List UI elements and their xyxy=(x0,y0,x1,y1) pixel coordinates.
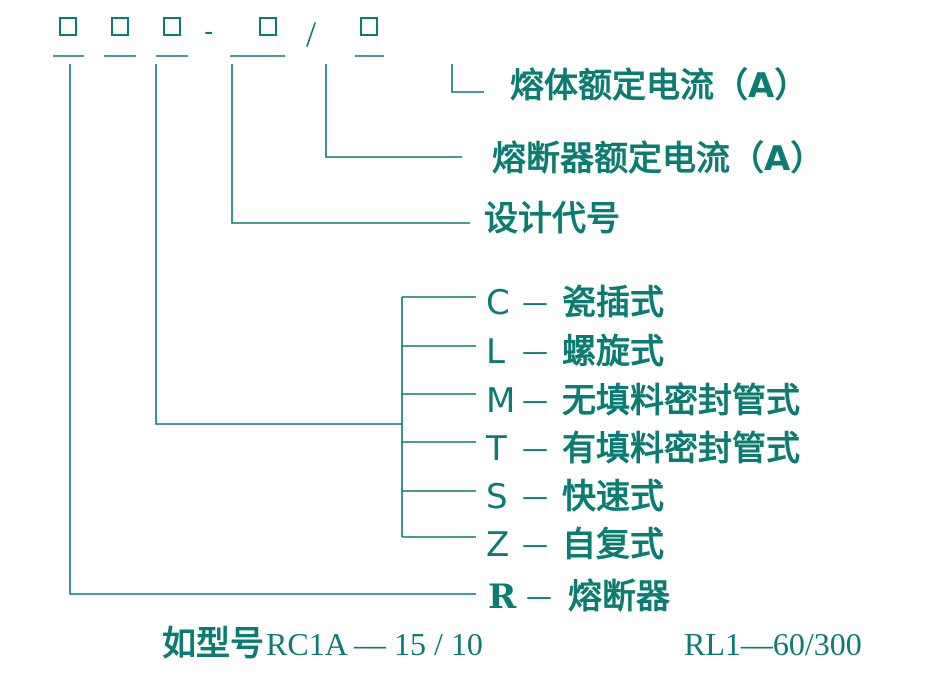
type-name: 螺旋式 xyxy=(562,332,664,372)
type-name: 自复式 xyxy=(562,525,664,565)
type-code: L xyxy=(486,332,505,372)
connector-fuse-rating xyxy=(325,64,462,158)
header-hyphen: - xyxy=(204,17,213,47)
type-code: C xyxy=(486,283,510,323)
label-fuse-rating: 熔断器额定电流（A） xyxy=(492,139,824,179)
type-name: 有填料密封管式 xyxy=(562,429,800,469)
code-slot-5 xyxy=(355,17,384,57)
type-row-c: C — 瓷插式 xyxy=(486,283,664,323)
type-name: 瓷插式 xyxy=(562,283,664,323)
connector-design-code xyxy=(231,64,470,224)
type-name: 快速式 xyxy=(562,477,664,517)
connector-fuse-body-rating xyxy=(451,64,484,93)
example-line: 如型号 RC1A — 15 / 10 RL1—60/300 xyxy=(162,624,862,664)
category-name: 熔断器 xyxy=(568,577,671,617)
code-slot-4 xyxy=(230,17,285,57)
code-slot-3 xyxy=(156,17,188,57)
type-row-m: M — 无填料密封管式 xyxy=(486,381,800,421)
code-slot-1 xyxy=(53,17,84,57)
category-code: R xyxy=(488,577,517,617)
type-dash: — xyxy=(522,288,548,318)
type-row-l: L — 螺旋式 xyxy=(486,332,664,372)
type-dash: — xyxy=(522,530,548,560)
header-slash: / xyxy=(306,14,316,54)
type-row-z: Z — 自复式 xyxy=(486,525,664,565)
type-row-t: T — 有填料密封管式 xyxy=(485,429,800,469)
type-dash: — xyxy=(522,434,548,464)
type-code: T xyxy=(485,429,507,469)
type-name: 无填料密封管式 xyxy=(562,381,800,421)
type-dash: — xyxy=(522,482,548,512)
example-prefix: 如型号 xyxy=(162,624,264,664)
connector-category xyxy=(69,64,476,595)
example-model-1: RC1A — 15 / 10 xyxy=(266,626,483,662)
category-dash: — xyxy=(526,582,552,612)
type-dash: — xyxy=(522,386,548,416)
type-row-s: S — 快速式 xyxy=(486,477,664,517)
code-slot-2 xyxy=(104,17,136,57)
category-row-r: R — 熔断器 xyxy=(488,577,671,617)
type-dash: — xyxy=(522,337,548,367)
type-code: Z xyxy=(486,525,509,565)
label-fuse-body-rating: 熔体额定电流（A） xyxy=(510,66,808,106)
type-code: S xyxy=(486,477,508,517)
connector-type-group xyxy=(155,64,402,425)
type-code: M xyxy=(486,381,515,421)
label-design-code: 设计代号 xyxy=(484,199,620,239)
example-model-2: RL1—60/300 xyxy=(684,626,862,662)
